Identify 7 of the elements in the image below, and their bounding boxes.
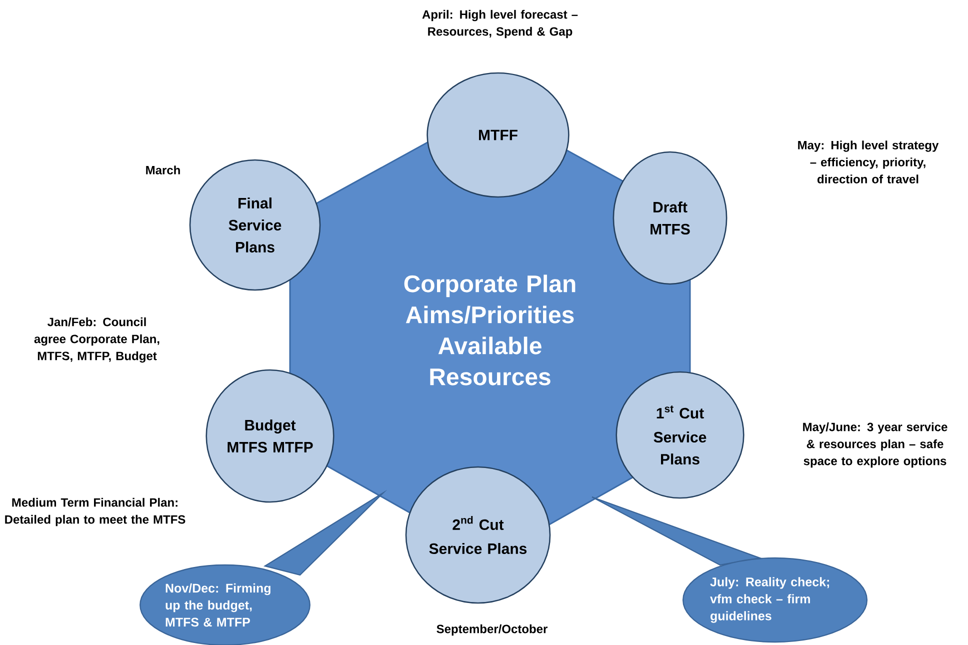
note: May: High level strategy – efficiency, priority, direction of travel bbox=[798, 140, 939, 184]
date-note: Jan/Feb: Council agree Corporate Plan, MTFS, MTFP, Budget bbox=[34, 317, 160, 363]
date-note: April: High level forecast – Resources, Spend & Gap bbox=[422, 10, 578, 38]
date-note: March bbox=[146, 166, 180, 174]
speech-bubble: July: Reality check; vfm check – firm guidelines bbox=[591, 496, 868, 643]
note: May/June: 3 year service & resources plan – safe space to explore options bbox=[803, 422, 948, 468]
date-note: September/October bbox=[436, 624, 548, 636]
